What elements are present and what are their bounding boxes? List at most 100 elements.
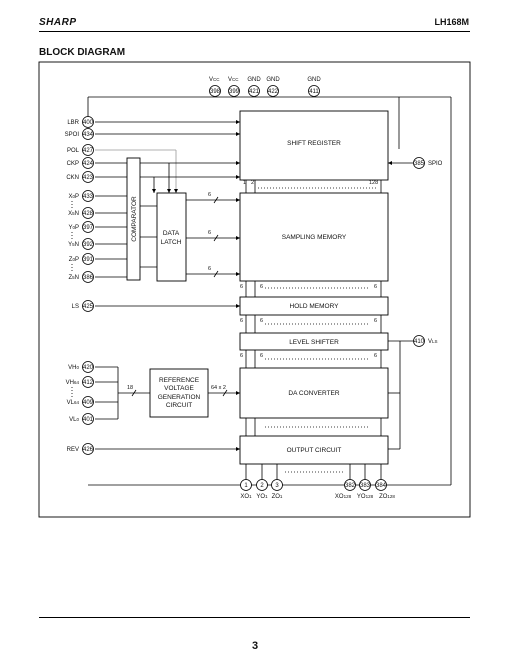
- top-pin: 398 VCC: [209, 77, 221, 97]
- right-pin: 410 VLS: [413, 335, 438, 347]
- bus-label-6-hold-a: 6: [240, 284, 243, 290]
- input-lines: [95, 121, 413, 450]
- level-shifter-label: LEVEL SHIFTER: [289, 339, 339, 346]
- right-pin: 385 SPIO: [413, 157, 443, 169]
- reference-voltage-block: REFERENCE VOLTAGE GENERATION CIRCUIT: [149, 368, 209, 418]
- svg-text:GND: GND: [307, 77, 321, 83]
- svg-text:XO128: XO128: [335, 494, 352, 500]
- svg-text:2: 2: [260, 483, 264, 489]
- bus-label-6-b: 6: [208, 230, 211, 236]
- svg-text:VCC: VCC: [209, 77, 220, 83]
- sr-output-1: 1: [243, 180, 246, 186]
- svg-text:385: 385: [414, 161, 425, 167]
- svg-text:434: 434: [83, 132, 94, 138]
- da-converter-label: DA CONVERTER: [288, 390, 339, 397]
- svg-text:X0P: X0P: [68, 194, 79, 200]
- hold-memory-block: HOLD MEMORY: [239, 296, 389, 316]
- footer-rule: [39, 617, 470, 618]
- svg-text:LBR: LBR: [67, 120, 79, 126]
- output-circuit-label: OUTPUT CIRCUIT: [287, 447, 342, 454]
- svg-text:XO1: XO1: [240, 494, 252, 500]
- svg-text:399: 399: [229, 89, 240, 95]
- ref-label-3: GENERATION: [158, 394, 201, 401]
- bus-label-6-da-a: 6: [240, 353, 243, 359]
- svg-text:VCC: VCC: [228, 77, 239, 83]
- svg-text:426: 426: [83, 447, 94, 453]
- bus-label-18: 18: [127, 385, 133, 391]
- svg-text:ZO1: ZO1: [272, 494, 283, 500]
- svg-text:433: 433: [83, 194, 94, 200]
- svg-text:384: 384: [376, 483, 387, 489]
- column-links: [245, 180, 382, 480]
- shift-register-block: SHIFT REGISTER: [239, 110, 389, 181]
- top-pin: 399 VCC: [228, 77, 240, 97]
- svg-text:401: 401: [83, 417, 94, 423]
- section-title: BLOCK DIAGRAM: [39, 47, 126, 58]
- svg-text:Y0P: Y0P: [68, 225, 79, 231]
- svg-text:391: 391: [83, 257, 94, 263]
- svg-text:398: 398: [210, 89, 221, 95]
- bus-ticks: [131, 196, 228, 397]
- svg-text:422: 422: [268, 89, 279, 95]
- level-shifter-block: LEVEL SHIFTER: [239, 332, 389, 351]
- bus-label-6-c: 6: [208, 266, 211, 272]
- svg-text:424: 424: [83, 161, 94, 167]
- svg-text:409: 409: [83, 400, 94, 406]
- sr-output-2: 2: [251, 180, 254, 186]
- svg-text:423: 423: [83, 175, 94, 181]
- top-pin-group: 398 VCC 399 VCC 421 GND 422 GND 411 GND: [209, 77, 321, 97]
- svg-text:SPIO: SPIO: [428, 161, 443, 167]
- bus-label-6-da-b: 6: [260, 353, 263, 359]
- data-latch-label-2: LATCH: [161, 239, 182, 246]
- page-number: 3: [251, 640, 259, 652]
- data-latch-label-1: DATA: [163, 230, 180, 237]
- svg-text:Y5N: Y5N: [68, 242, 79, 248]
- top-pin: 421 GND: [247, 77, 261, 97]
- ref-label-4: CIRCUIT: [166, 402, 192, 409]
- model-number: LH168M: [434, 17, 469, 27]
- da-converter-block: DA CONVERTER: [239, 367, 389, 419]
- svg-text:YO1: YO1: [256, 494, 268, 500]
- svg-text:382: 382: [345, 483, 356, 489]
- hold-memory-label: HOLD MEMORY: [290, 303, 340, 310]
- bus-label-6-hold-c: 6: [374, 284, 377, 290]
- bus-label-6-ls-c: 6: [374, 318, 377, 324]
- svg-text:427: 427: [83, 148, 94, 154]
- svg-text:412: 412: [83, 380, 94, 386]
- left-pin: 433 X0P: [68, 190, 94, 202]
- svg-text:420: 420: [83, 365, 94, 371]
- svg-text:3: 3: [275, 483, 279, 489]
- top-pin: 411 GND: [307, 77, 321, 97]
- bus-label-6-a: 6: [208, 192, 211, 198]
- svg-text:411: 411: [309, 89, 319, 95]
- bus-label-6-ls-b: 6: [260, 318, 263, 324]
- svg-text:386: 386: [83, 275, 94, 281]
- ref-label-2: VOLTAGE: [164, 385, 194, 392]
- svg-text:VLS: VLS: [428, 339, 438, 345]
- sr-output-128: 128: [369, 180, 378, 186]
- brand-logo: SHARP: [39, 17, 77, 28]
- svg-text:POL: POL: [67, 148, 80, 154]
- svg-text:410: 410: [414, 339, 425, 345]
- svg-text:SPOI: SPOI: [65, 132, 80, 138]
- sampling-memory-block: SAMPLING MEMORY: [239, 192, 389, 282]
